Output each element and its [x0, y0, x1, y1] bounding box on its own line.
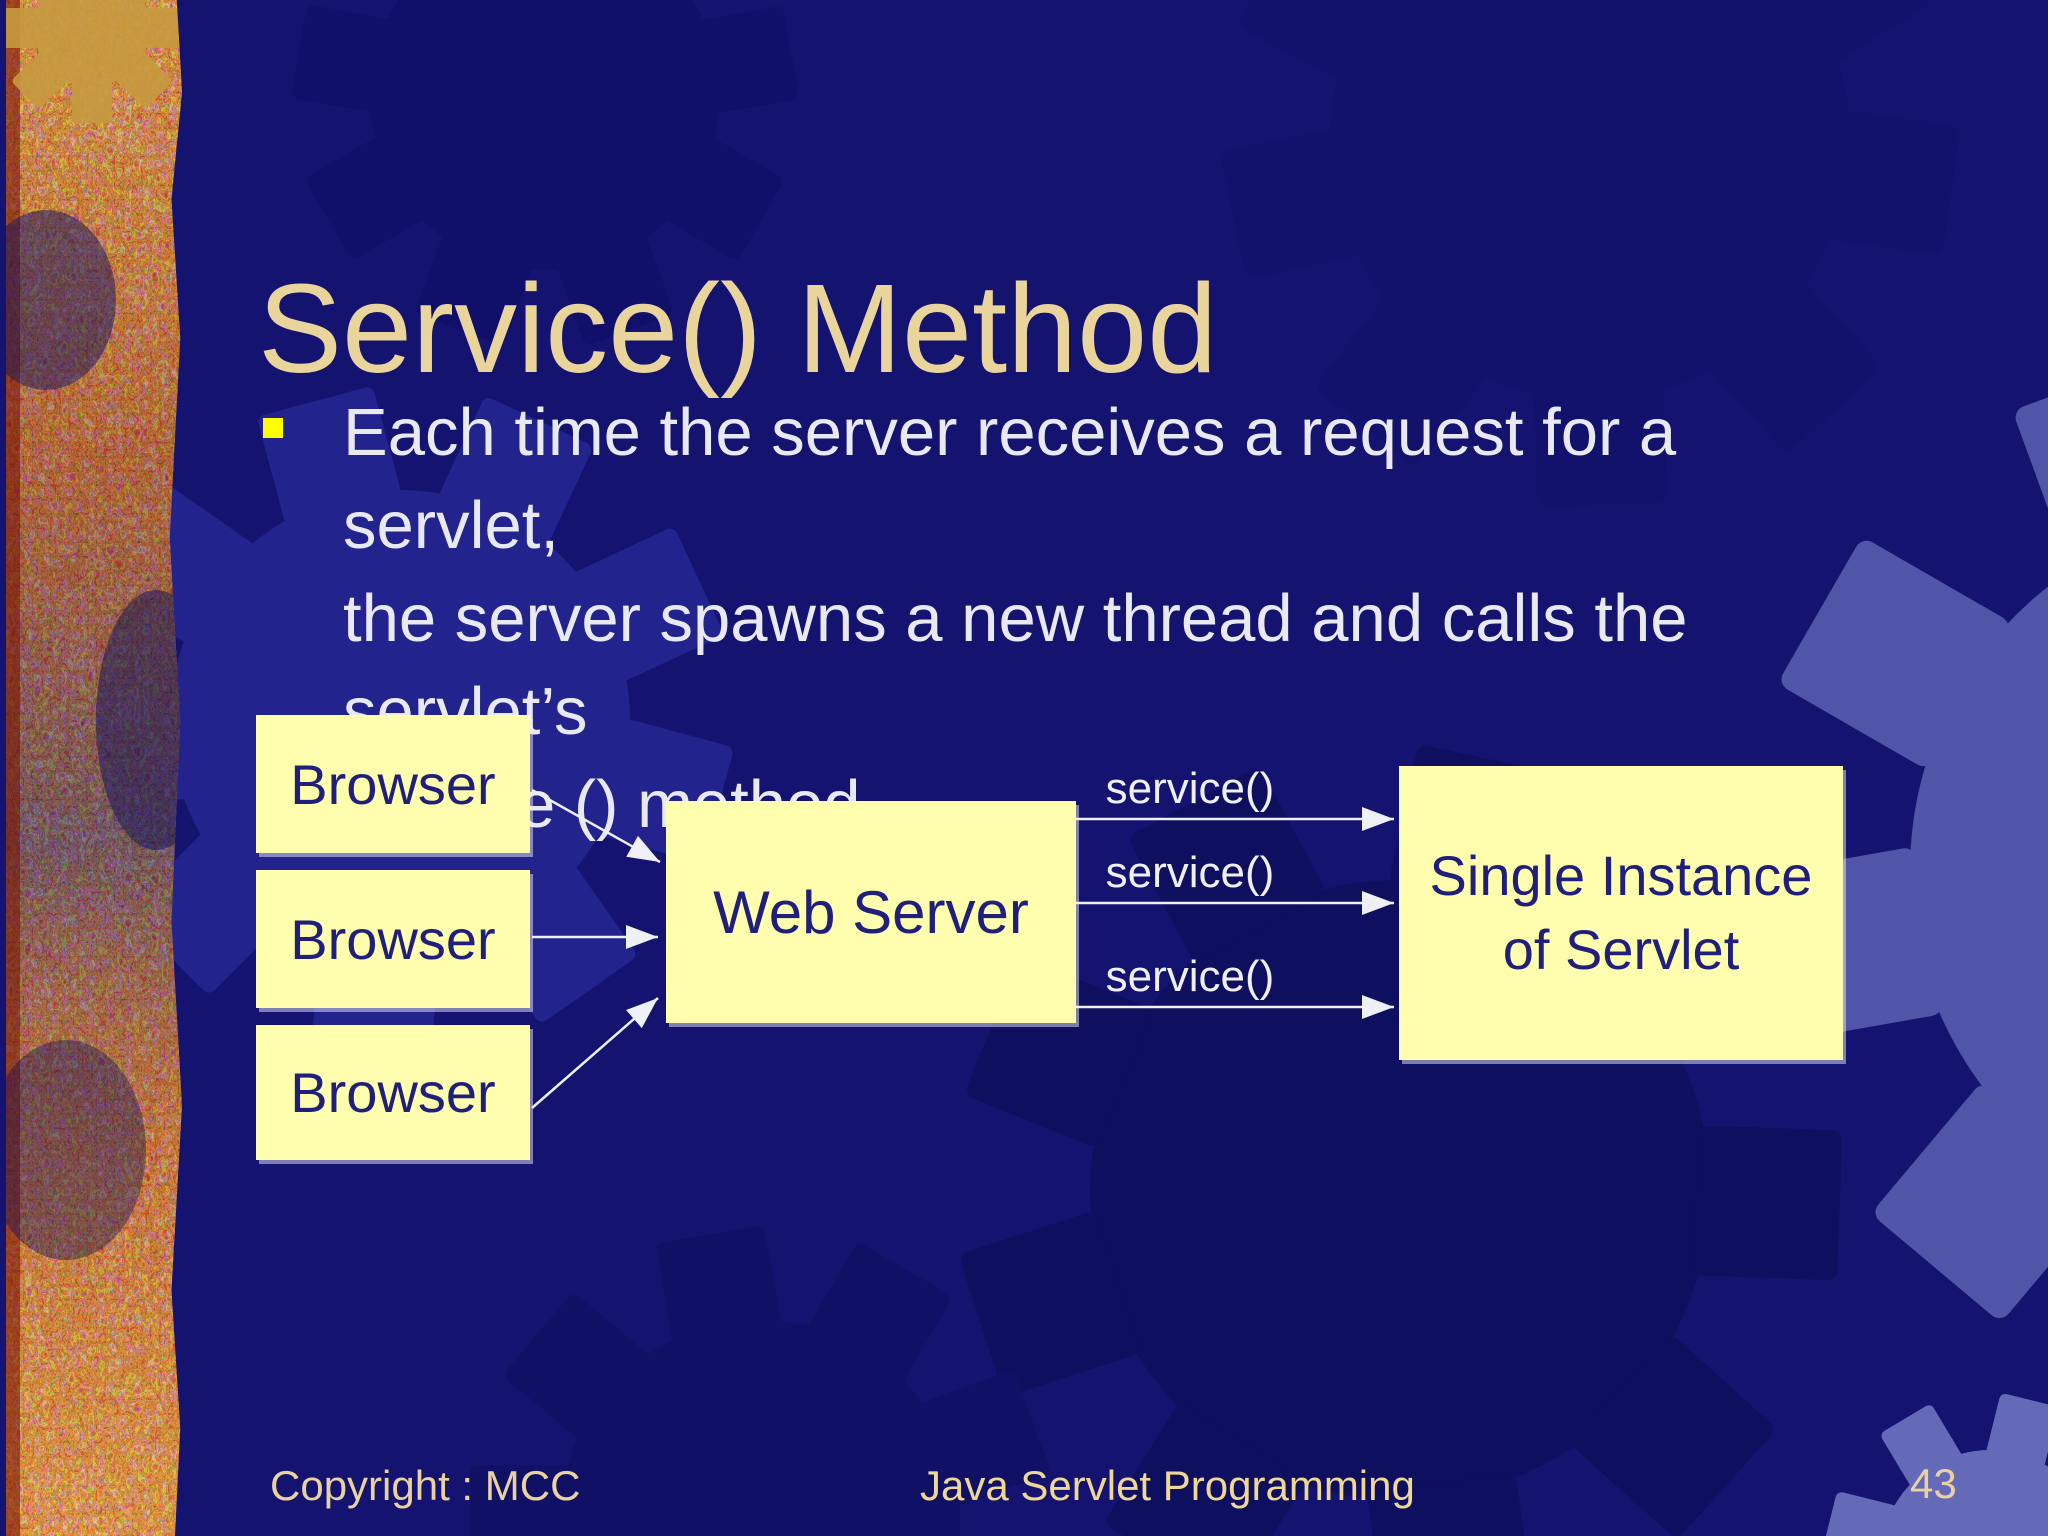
- browser-box-2-label: Browser: [290, 907, 496, 971]
- browser-box-3: Browser: [256, 1025, 530, 1160]
- service-call-label-3: service(): [1105, 952, 1275, 1001]
- browser-box-2: Browser: [256, 870, 530, 1008]
- gear-icon: [1823, 1393, 2048, 1536]
- gear-icon: [1745, 355, 2048, 1319]
- bullet-marker-icon: [263, 418, 283, 438]
- servlet-instance-box: Single Instance of Servlet: [1399, 766, 1843, 1060]
- service-call-label-1: service(): [1105, 764, 1275, 813]
- servlet-instance-label: Single Instance of Servlet: [1429, 844, 1813, 981]
- footer-copyright: Copyright : MCC: [270, 1462, 581, 1509]
- gear-icon: [6, 0, 182, 123]
- left-texture-strip: [6, 0, 182, 1536]
- footer-page-number: 43: [1910, 1460, 1957, 1507]
- browser-box-3-label: Browser: [290, 1061, 496, 1124]
- slide-title: Service() Method: [258, 258, 1218, 400]
- service-call-label-2: service(): [1105, 848, 1275, 897]
- gear-icon: [470, 1226, 1050, 1536]
- browser-box-1-label: Browser: [290, 752, 496, 816]
- web-server-box: Web Server: [666, 801, 1076, 1023]
- browser-box-1: Browser: [256, 715, 530, 853]
- web-server-label: Web Server: [713, 878, 1029, 946]
- footer-course-title: Java Servlet Programming: [920, 1462, 1415, 1509]
- gear-icon: [1221, 0, 1960, 507]
- gear-icon: [291, 0, 799, 345]
- texture-noise: [6, 0, 182, 1536]
